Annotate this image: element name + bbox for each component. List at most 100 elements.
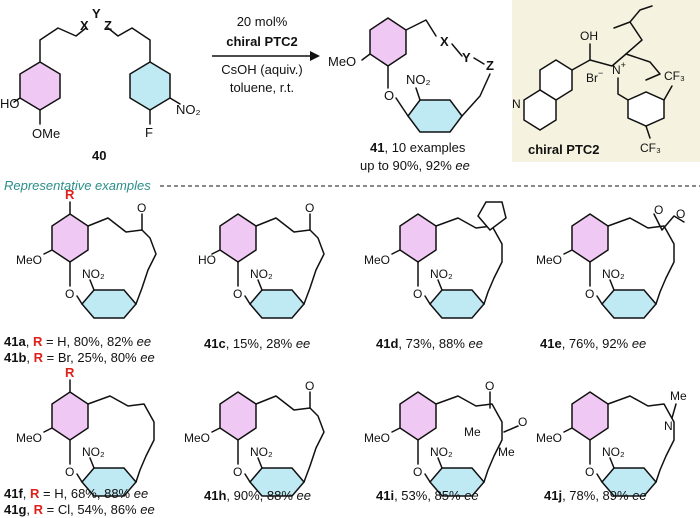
ether-o-label: O	[585, 287, 594, 301]
reaction-arrowhead	[310, 51, 320, 61]
nitro-bond	[89, 457, 95, 469]
linker-chain	[255, 395, 325, 483]
ether-bond-ring	[76, 473, 83, 483]
blue-ring	[249, 289, 305, 319]
caption-41h: 41h, 90%, 88% ee	[204, 488, 311, 503]
sm-z-label: Z	[104, 18, 112, 33]
nitro-label: NO₂	[602, 267, 625, 281]
methoxy-label: MeO	[536, 253, 562, 267]
sm-no2-label: NO₂	[176, 102, 201, 117]
ether-bond-ring	[596, 295, 603, 305]
sm-x-label: X	[80, 18, 89, 33]
nitro-bond	[437, 457, 443, 469]
cat-bromide: Br−	[586, 68, 603, 85]
nitro-bond	[437, 279, 443, 291]
prod-no2-bond	[415, 87, 421, 101]
nitro-bond	[89, 279, 95, 291]
prod-z-label: Z	[486, 58, 494, 73]
sm-no2-bond	[169, 97, 181, 105]
sm-ho-label: HO	[0, 96, 20, 111]
section-title: Representative examples	[4, 178, 151, 193]
prod-o-label: O	[384, 88, 394, 103]
hydroxy-label: HO	[198, 253, 216, 267]
nitro-label: NO₂	[250, 267, 273, 281]
nitro-bond	[257, 457, 263, 469]
pink-ring	[51, 391, 89, 441]
cat-label: chiral PTC2	[528, 142, 600, 157]
methoxy-o-right: O	[676, 207, 685, 221]
carbonyl-bond-2	[503, 425, 519, 433]
prod-top-ring	[369, 17, 407, 67]
cat-vinyl	[629, 5, 653, 23]
pink-ring	[571, 213, 609, 263]
pink-ring	[399, 213, 437, 263]
carbonyl-o-2: O	[518, 415, 527, 429]
condition-loading: 20 mol%	[237, 14, 288, 29]
nitro-bond	[609, 457, 615, 469]
prod-bottom-ring	[407, 99, 463, 133]
carbonyl-o-label: O	[305, 201, 314, 215]
prod-chain-b	[451, 43, 463, 57]
prod-o-bond-ring	[395, 97, 409, 117]
caption-41c: 41c, 15%, 28% ee	[204, 336, 310, 351]
sm-right-ring	[129, 61, 171, 111]
cat-n-plus: N+	[612, 60, 626, 77]
nitro-label: NO₂	[430, 267, 453, 281]
condition-solvent: toluene, r.t.	[230, 80, 294, 95]
ether-bond-ring	[596, 473, 603, 483]
nitro-label: NO₂	[82, 445, 105, 459]
methoxy-label: MeO	[184, 431, 210, 445]
ether-o-label: O	[65, 287, 74, 301]
methoxy-label: MeO	[16, 253, 42, 267]
condition-catalyst: chiral PTC2	[226, 34, 298, 49]
prod-chain-c	[473, 57, 485, 65]
methoxy-label: MeO	[364, 253, 390, 267]
sm-chain-left	[39, 27, 87, 63]
linker-chain	[607, 217, 675, 305]
methoxy-label: MeO	[536, 431, 562, 445]
nitro-label: NO₂	[82, 267, 105, 281]
sm-compound-number: 40	[92, 148, 106, 163]
cat-bridge	[625, 53, 661, 81]
linker-chain	[435, 395, 503, 483]
sm-ho-bond	[13, 97, 21, 103]
caption-41j: 41j, 78%, 89% ee	[544, 488, 647, 503]
cat-aryl-ring	[627, 91, 665, 127]
blue-ring	[601, 289, 657, 319]
methoxy-bond	[391, 427, 401, 433]
cat-oh-label: OH	[580, 29, 598, 43]
reaction-arrow-group: 20 mol% chiral PTC2 CsOH (aquiv.) toluen…	[212, 14, 320, 95]
prod-x-label: X	[440, 34, 449, 49]
methoxy-bond	[211, 427, 221, 433]
caption-41d: 41d, 73%, 88% ee	[376, 336, 483, 351]
nitro-bond	[609, 279, 615, 291]
blue-ring	[81, 289, 137, 319]
prod-meo-bond	[361, 53, 371, 61]
methoxy-label: MeO	[364, 431, 390, 445]
prod-summary-line2: up to 90%, 92% ee	[360, 158, 470, 173]
caption-41f: 41f, R = H, 68%, 88% ee	[4, 486, 148, 501]
ether-o-label: O	[585, 465, 594, 479]
linker-chain	[435, 217, 503, 305]
methoxy-bond	[211, 249, 221, 255]
caption-41a: 41a, R = H, 80%, 82% ee	[4, 334, 151, 349]
cat-benzyl-ch2	[617, 77, 629, 101]
linker-chain	[255, 217, 325, 305]
blue-ring	[429, 289, 485, 319]
ether-bond-ring	[76, 295, 83, 305]
ether-o-label: O	[413, 465, 422, 479]
methoxy-bond	[563, 427, 573, 433]
ether-bond-ring	[424, 473, 431, 483]
methoxy-bond	[563, 249, 573, 255]
methoxy-bond	[43, 249, 53, 255]
pink-ring	[51, 213, 89, 263]
cat-cf3-bond-top	[663, 85, 673, 101]
nitro-label: NO₂	[250, 445, 273, 459]
methoxy-o-left: O	[654, 203, 663, 217]
